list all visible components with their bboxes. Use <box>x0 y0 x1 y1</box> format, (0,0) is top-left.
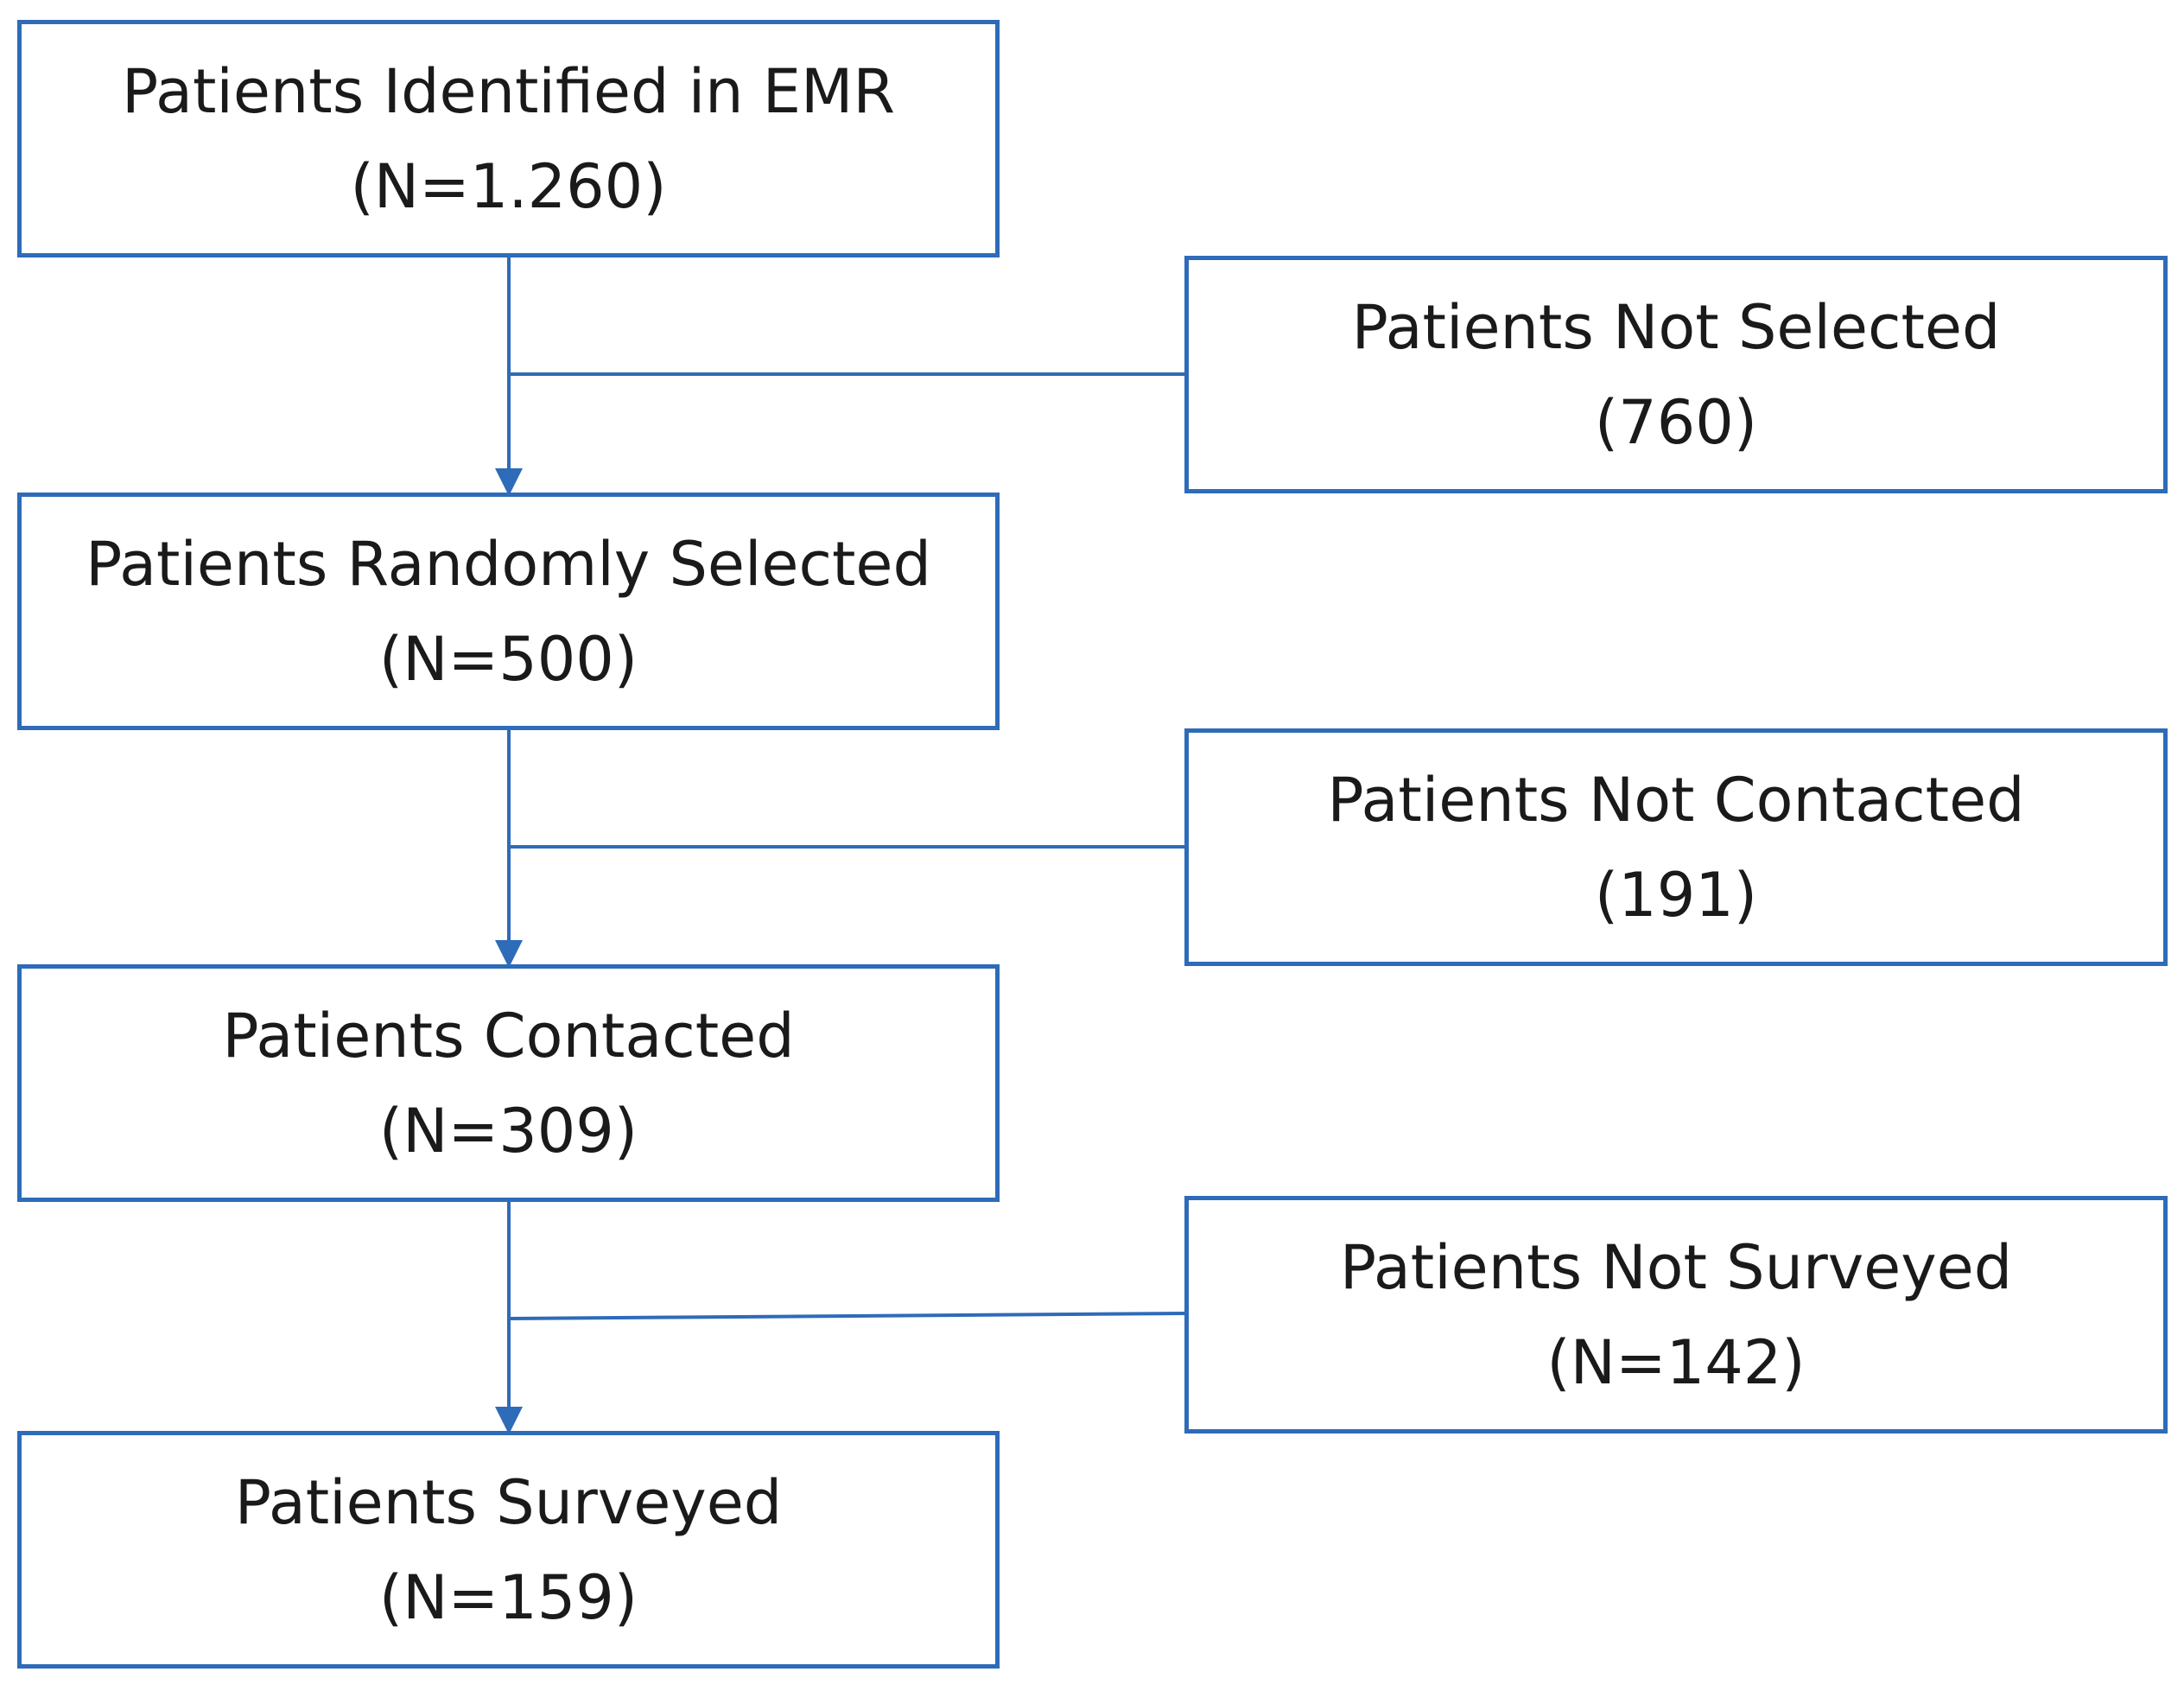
box-label: Patients Surveyed <box>234 1466 783 1538</box>
box-label: Patients Contacted <box>222 1000 795 1071</box>
branch-to-not-surveyed <box>508 1312 1185 1320</box>
box-patients-not-contacted: Patients Not Contacted (191) <box>1184 728 2168 966</box>
box-patients-identified: Patients Identified in EMR (N=1.260) <box>17 20 1000 257</box>
box-count: (N=142) <box>1546 1326 1806 1398</box>
box-patients-not-selected: Patients Not Selected (760) <box>1184 256 2168 493</box>
box-label: Patients Not Surveyed <box>1339 1231 2013 1303</box>
box-count: (N=500) <box>378 623 638 695</box>
box-patients-randomly-selected: Patients Randomly Selected (N=500) <box>17 493 1000 730</box>
box-label: Patients Identified in EMR <box>121 55 896 127</box>
box-count: (N=159) <box>378 1561 638 1633</box>
box-patients-surveyed: Patients Surveyed (N=159) <box>17 1431 1000 1669</box>
box-patients-not-surveyed: Patients Not Surveyed (N=142) <box>1184 1196 2168 1434</box>
box-count: (760) <box>1594 386 1758 458</box>
box-count: (N=309) <box>378 1095 638 1167</box>
box-count: (191) <box>1594 859 1758 931</box>
box-count: (N=1.260) <box>350 150 667 222</box>
box-label: Patients Randomly Selected <box>86 528 931 600</box>
box-label: Patients Not Contacted <box>1327 764 2025 836</box>
box-label: Patients Not Selected <box>1351 291 2001 363</box>
box-patients-contacted: Patients Contacted (N=309) <box>17 964 1000 1202</box>
